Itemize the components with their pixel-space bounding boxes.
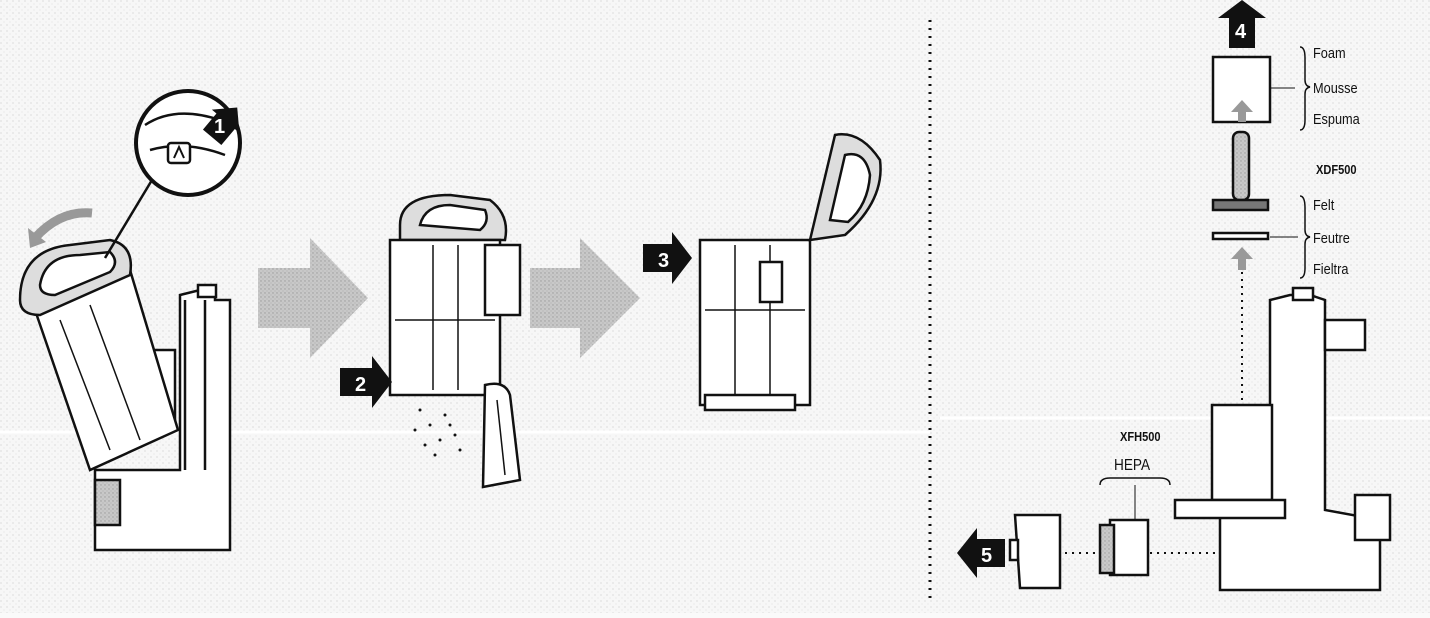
- svg-text:5: 5: [981, 545, 992, 567]
- felt-label-fr: Feutre: [1313, 230, 1350, 247]
- foam-bracket: [1299, 46, 1311, 131]
- step-4-arrow-icon: 4: [1218, 0, 1266, 48]
- vacuum-body-right: [1173, 286, 1392, 592]
- hepa-filter: [1098, 518, 1150, 577]
- dust-canister-lid-open: [698, 133, 882, 412]
- callout-line: [103, 174, 157, 259]
- hepa-label: HEPA: [1114, 457, 1151, 474]
- exhaust-cap: [1008, 513, 1062, 590]
- dust-canister-tilted: [18, 238, 180, 472]
- step-5-arrow-icon: 5: [957, 528, 1005, 578]
- release-button-zoom-callout: [134, 89, 242, 197]
- felt-label-es: Fieltra: [1313, 261, 1349, 278]
- up-arrow-icon: [1231, 247, 1253, 270]
- step-1-arrow-icon: 1: [202, 107, 240, 146]
- foam-label-es: Espuma: [1313, 111, 1360, 128]
- next-arrow-icon: [530, 238, 640, 358]
- rotate-arrow-icon: [31, 208, 93, 242]
- rotate-arrow-head-icon: [28, 228, 46, 248]
- hepa-filter-model: XFH500: [1120, 429, 1161, 444]
- hepa-bracket: [1099, 477, 1171, 486]
- dust-canister-emptying: [388, 193, 522, 489]
- felt-filter-assembly: [1211, 130, 1270, 241]
- svg-text:2: 2: [355, 374, 366, 396]
- step-2-arrow-icon: 2: [340, 356, 392, 408]
- svg-text:1: 1: [214, 116, 225, 138]
- next-arrow-icon: [258, 238, 368, 358]
- felt-label-en: Felt: [1313, 197, 1335, 214]
- connector-lines: [1065, 265, 1243, 554]
- svg-text:4: 4: [1235, 21, 1247, 43]
- foam-label-fr: Mousse: [1313, 80, 1358, 97]
- svg-text:3: 3: [658, 250, 669, 272]
- foam-label-en: Foam: [1313, 45, 1346, 62]
- felt-bracket: [1299, 195, 1311, 279]
- felt-filter-model: XDF500: [1316, 162, 1357, 177]
- step-3-arrow-icon: 3: [643, 232, 692, 284]
- up-arrow-icon: [1231, 100, 1253, 122]
